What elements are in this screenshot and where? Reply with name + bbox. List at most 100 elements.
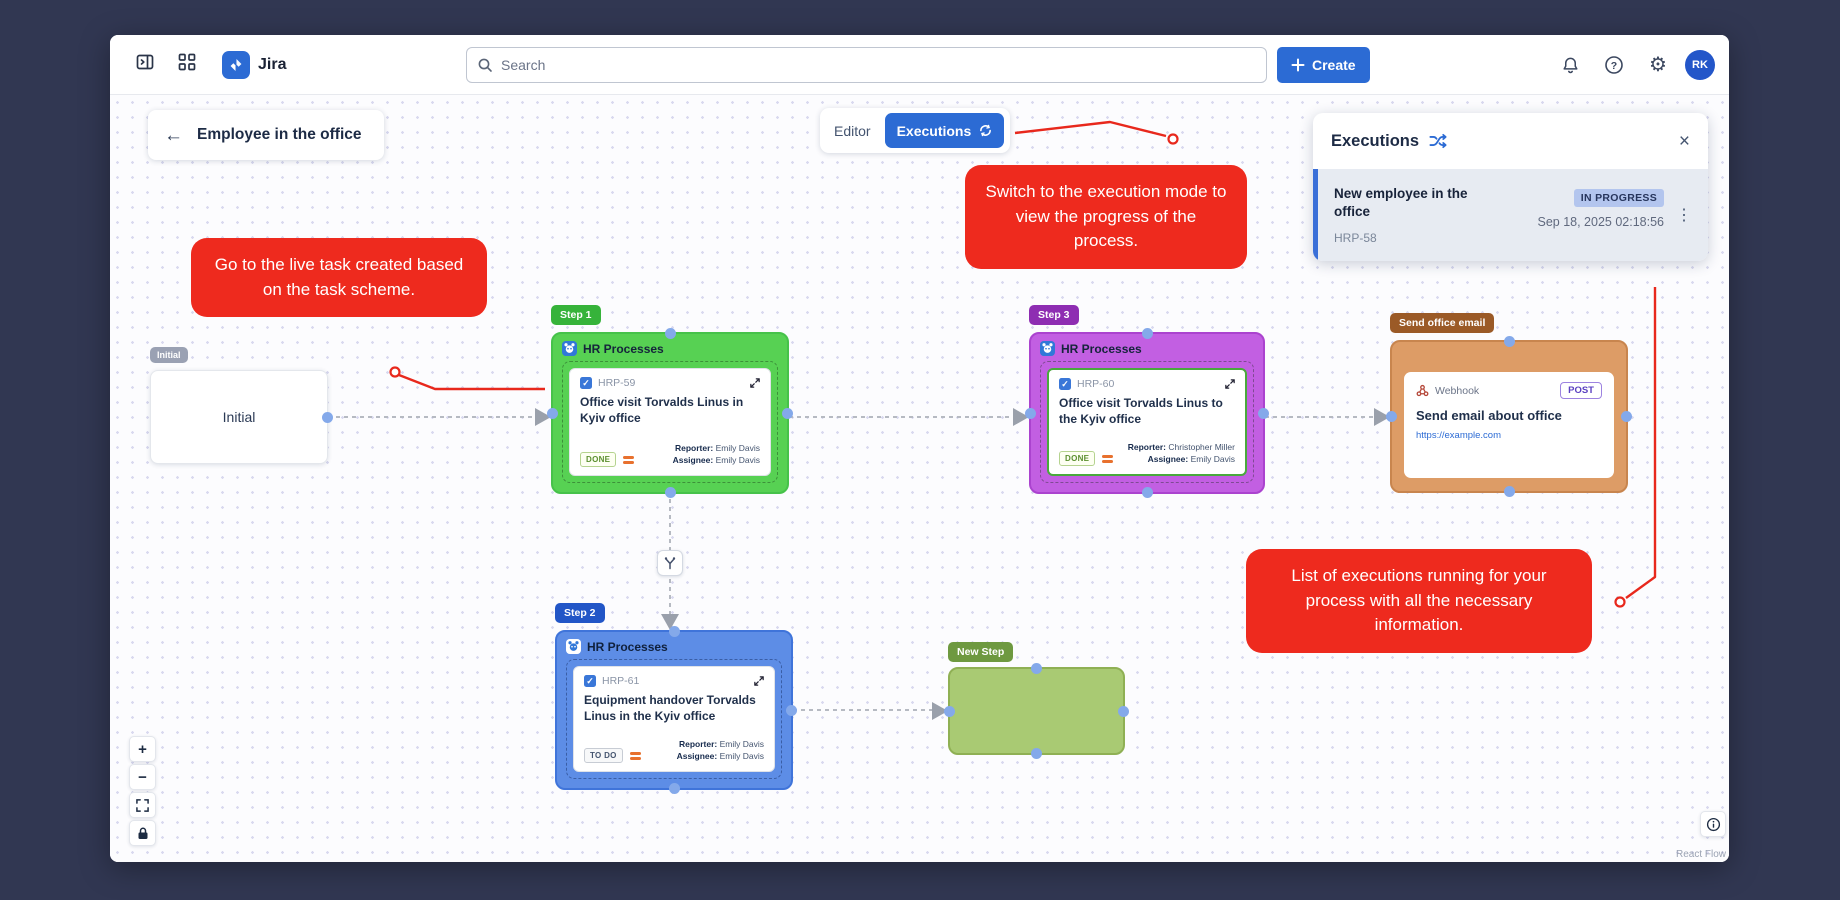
handle-left[interactable] (547, 407, 558, 419)
info-icon (1706, 817, 1721, 832)
sidebar-toggle-button[interactable] (128, 48, 162, 82)
handle-bottom[interactable] (1031, 748, 1042, 759)
handle-bottom[interactable] (668, 783, 680, 794)
shuffle-icon (1429, 133, 1447, 149)
executions-panel-title: Executions (1331, 131, 1420, 150)
priority-icon (623, 455, 635, 464)
handle-top[interactable] (1141, 328, 1153, 339)
tab-editor[interactable]: Editor (834, 122, 871, 139)
expand-icon[interactable] (750, 378, 760, 388)
handle-left[interactable] (1025, 407, 1036, 419)
webhook-url[interactable]: https://example.com (1416, 430, 1502, 441)
node-step3-badge: Step 3 (1029, 305, 1079, 325)
handle-right[interactable] (322, 411, 333, 423)
executions-panel: Executions × New employee in the office … (1313, 113, 1708, 262)
handle-bottom[interactable] (1141, 487, 1153, 498)
kebab-menu-icon[interactable]: ⋮ (1676, 207, 1692, 225)
assignee-label: Assignee: (672, 455, 714, 466)
handle-right[interactable] (1118, 705, 1129, 717)
hr-processes-icon (566, 639, 581, 654)
executions-panel-header: Executions × (1313, 113, 1708, 169)
node-webhook-app: Webhook (1435, 384, 1480, 397)
help-button[interactable]: ? (1597, 48, 1631, 82)
app-name-label: Jira (258, 55, 287, 73)
execution-title: New employee in the office (1334, 186, 1468, 220)
global-search[interactable] (466, 47, 1267, 83)
check-glyph: ✓ (586, 675, 594, 686)
notifications-button[interactable] (1553, 48, 1587, 82)
callout-live-task: Go to the live task created based on the… (191, 238, 487, 318)
handle-left[interactable] (1386, 411, 1397, 422)
close-icon[interactable]: × (1678, 130, 1690, 152)
lock-button[interactable] (129, 820, 156, 846)
search-icon (477, 57, 493, 73)
task-card-hrp-59[interactable]: ✓ HRP-59 Office visit Torvalds Linus in … (569, 368, 771, 476)
node-step2[interactable]: Step 2 HR Processes ✓ HRP-61 (555, 603, 797, 794)
handle-top[interactable] (1031, 663, 1042, 674)
page-title: Employee in the office (197, 126, 362, 143)
execution-list-item[interactable]: New employee in the office HRP-58 IN PRO… (1313, 169, 1708, 262)
handle-right[interactable] (782, 407, 793, 419)
expand-icon[interactable] (754, 676, 764, 686)
callout-executions-list: List of executions running for your proc… (1246, 549, 1592, 653)
hr-processes-icon (1040, 341, 1055, 356)
reporter-value: Emily Davis (715, 442, 760, 453)
top-navigation-bar: Jira Create (110, 35, 1729, 95)
callout-execution-mode: Switch to the execution mode to view the… (965, 165, 1247, 269)
fit-view-button[interactable] (129, 792, 156, 818)
task-card-hrp-60[interactable]: ✓ HRP-60 Office visit Torvalds Linus to … (1047, 368, 1247, 476)
webhook-card[interactable]: Webhook POST Send email about office htt… (1404, 372, 1614, 478)
expand-icon[interactable] (1225, 379, 1235, 389)
handle-bottom[interactable] (664, 487, 676, 498)
task-type-icon: ✓ (580, 377, 592, 389)
node-step3[interactable]: Step 3 HR Processes ✓ HRP-60 (1025, 305, 1269, 498)
zoom-out-icon: − (138, 768, 147, 786)
execution-status-badge: IN PROGRESS (1573, 189, 1664, 207)
zoom-out-button[interactable]: − (129, 764, 156, 790)
reporter-value: Christopher Miller (1168, 441, 1235, 452)
webhook-title: Send email about office (1416, 408, 1562, 423)
handle-left[interactable] (944, 705, 955, 717)
handle-right[interactable] (1621, 411, 1632, 422)
status-badge: DONE (580, 452, 617, 467)
node-initial[interactable]: Initial Initial (150, 347, 333, 464)
task-key: HRP-60 (1077, 378, 1115, 390)
attribution-area: React Flow (1676, 811, 1727, 860)
node-webhook[interactable]: Send office email Webhook POST (1386, 313, 1632, 497)
back-arrow-icon[interactable]: ← (164, 124, 183, 146)
branch-condition-icon[interactable] (657, 550, 683, 576)
sync-icon (979, 124, 992, 137)
info-button[interactable] (1700, 811, 1727, 837)
sidebar-toggle-icon (135, 52, 155, 77)
task-key: HRP-61 (602, 675, 640, 687)
handle-right[interactable] (786, 704, 797, 716)
handle-top[interactable] (664, 328, 676, 339)
node-new-step-badge: New Step (948, 642, 1014, 662)
settings-button[interactable]: ⚙ (1641, 48, 1675, 82)
flow-canvas[interactable]: Initial Initial Step 1 HR Processes (110, 95, 1729, 862)
reporter-label: Reporter: (678, 738, 718, 749)
app-switcher-button[interactable] (170, 48, 204, 82)
priority-icon (629, 751, 641, 760)
jira-home-link[interactable]: Jira (222, 50, 287, 79)
handle-top[interactable] (668, 626, 680, 637)
tab-executions[interactable]: Executions (884, 113, 1005, 148)
node-step1[interactable]: Step 1 HR Processes ✓ HRP-59 (547, 305, 793, 498)
handle-bottom[interactable] (1503, 486, 1515, 497)
execution-key: HRP-58 (1334, 231, 1377, 246)
node-step3-app: HR Processes (1061, 341, 1142, 356)
node-step1-app: HR Processes (583, 341, 664, 356)
reporter-label: Reporter: (1127, 441, 1167, 452)
breadcrumb-card: ← Employee in the office (148, 110, 384, 160)
node-new-step[interactable]: New Step (944, 642, 1129, 759)
handle-right[interactable] (1258, 407, 1269, 419)
user-avatar[interactable]: RK (1685, 50, 1715, 80)
node-initial-title: Initial (222, 409, 256, 425)
webhook-icon (1416, 384, 1429, 397)
task-card-hrp-61[interactable]: ✓ HRP-61 Equipment handover Torvalds Lin… (573, 666, 775, 772)
search-input[interactable] (501, 57, 1256, 73)
zoom-in-button[interactable]: + (129, 736, 156, 762)
create-button[interactable]: Create (1277, 47, 1370, 83)
handle-top[interactable] (1503, 336, 1515, 347)
assignee-label: Assignee: (676, 751, 718, 762)
